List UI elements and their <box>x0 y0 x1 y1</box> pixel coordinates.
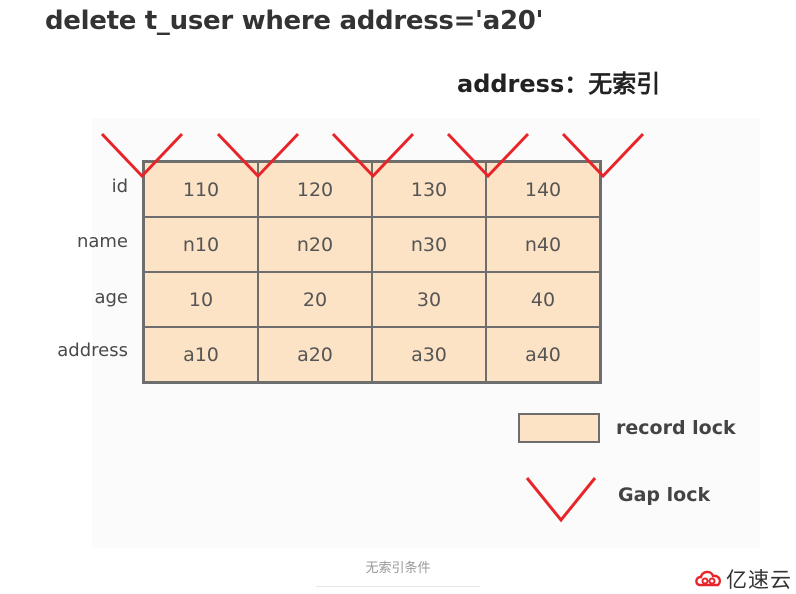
table-cell: n30 <box>372 217 486 272</box>
table-cell: n10 <box>144 217 258 272</box>
table-cell: n20 <box>258 217 372 272</box>
record-lock-legend-swatch <box>518 413 600 443</box>
table-cell: 20 <box>258 272 372 327</box>
row-label-address: address <box>57 340 128 361</box>
row-label-age: age <box>94 287 128 308</box>
table-cell: 30 <box>372 272 486 327</box>
watermark: 亿速云 <box>694 565 792 593</box>
gap-lock-icon <box>331 132 415 179</box>
page-title: delete t_user where address='a20' <box>45 6 544 36</box>
gap-lock-icon <box>100 132 184 179</box>
gap-lock-icon <box>216 132 300 179</box>
row-label-id: id <box>111 176 128 197</box>
cloud-logo-icon <box>695 570 721 587</box>
caption-divider <box>316 586 480 587</box>
gap-lock-legend-icon <box>525 477 597 523</box>
table-cell: 120 <box>258 162 372 217</box>
record-lock-legend-label: record lock <box>616 417 736 439</box>
table-cell: a10 <box>144 327 258 382</box>
index-note: address：无索引 <box>457 70 661 98</box>
gap-lock-icon <box>446 132 530 179</box>
table-cell: 110 <box>144 162 258 217</box>
table-cell: 130 <box>372 162 486 217</box>
table-cell: a30 <box>372 327 486 382</box>
figure-caption: 无索引条件 <box>365 561 431 576</box>
gap-lock-legend-label: Gap lock <box>618 484 711 506</box>
watermark-text: 亿速云 <box>726 568 792 592</box>
record-table: 110 120 130 140 n10 n20 n30 n40 10 20 30… <box>142 160 602 384</box>
table-cell: a40 <box>486 327 600 382</box>
row-label-name: name <box>76 231 128 252</box>
table-cell: a20 <box>258 327 372 382</box>
table-cell: 10 <box>144 272 258 327</box>
gap-lock-icon <box>561 132 645 179</box>
table-cell: 40 <box>486 272 600 327</box>
table-cell: n40 <box>486 217 600 272</box>
table-cell: 140 <box>486 162 600 217</box>
